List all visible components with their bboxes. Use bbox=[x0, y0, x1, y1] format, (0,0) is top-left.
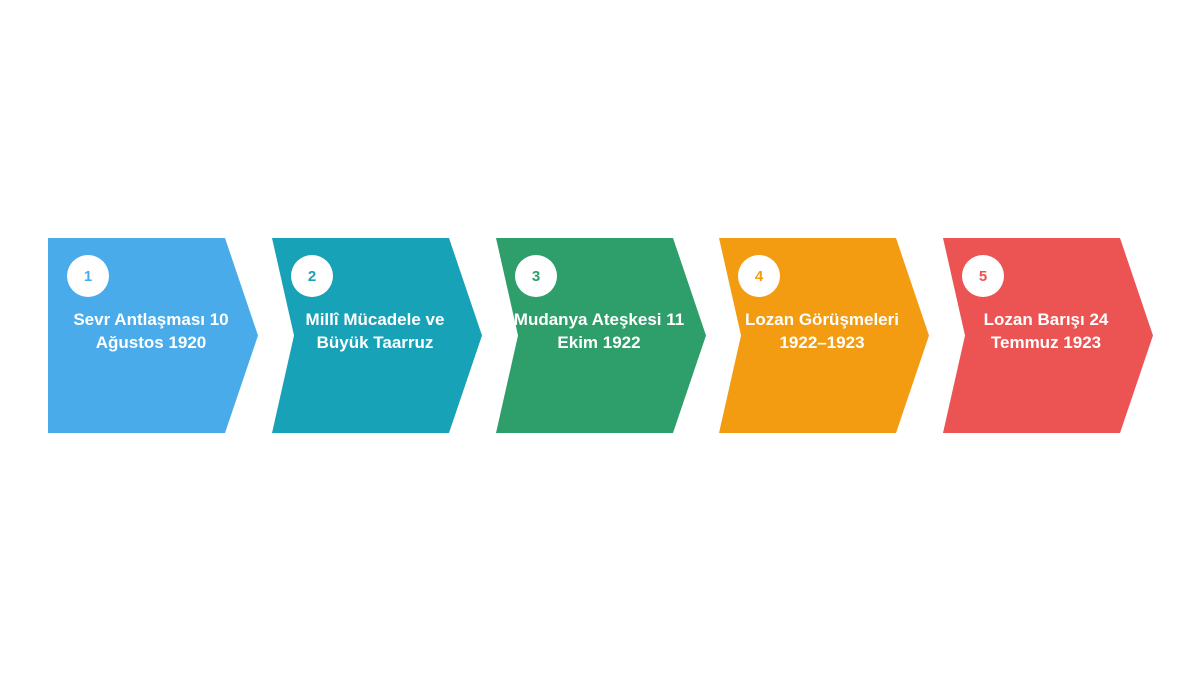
step-2: 2 Millî Mücadele ve Büyük Taarruz bbox=[272, 238, 482, 433]
step-label: Mudanya Ateşkesi 11 Ekim 1922 bbox=[513, 310, 685, 352]
step-label: Millî Mücadele ve Büyük Taarruz bbox=[305, 310, 445, 352]
step-label: Sevr Antlaşması 10 Ağustos 1920 bbox=[73, 310, 229, 352]
step-1: 1 Sevr Antlaşması 10 Ağustos 1920 bbox=[48, 238, 258, 433]
step-3: 3 Mudanya Ateşkesi 11 Ekim 1922 bbox=[496, 238, 706, 433]
step-number-badge: 4 bbox=[738, 255, 780, 297]
step-label: Lozan Barışı 24 Temmuz 1923 bbox=[983, 310, 1109, 352]
step-number-badge: 1 bbox=[67, 255, 109, 297]
step-number-badge: 2 bbox=[291, 255, 333, 297]
step-label: Lozan Görüşmeleri 1922–1923 bbox=[745, 310, 899, 352]
step-4: 4 Lozan Görüşmeleri 1922–1923 bbox=[719, 238, 929, 433]
step-number-badge: 5 bbox=[962, 255, 1004, 297]
step-5: 5 Lozan Barışı 24 Temmuz 1923 bbox=[943, 238, 1153, 433]
step-number-badge: 3 bbox=[515, 255, 557, 297]
